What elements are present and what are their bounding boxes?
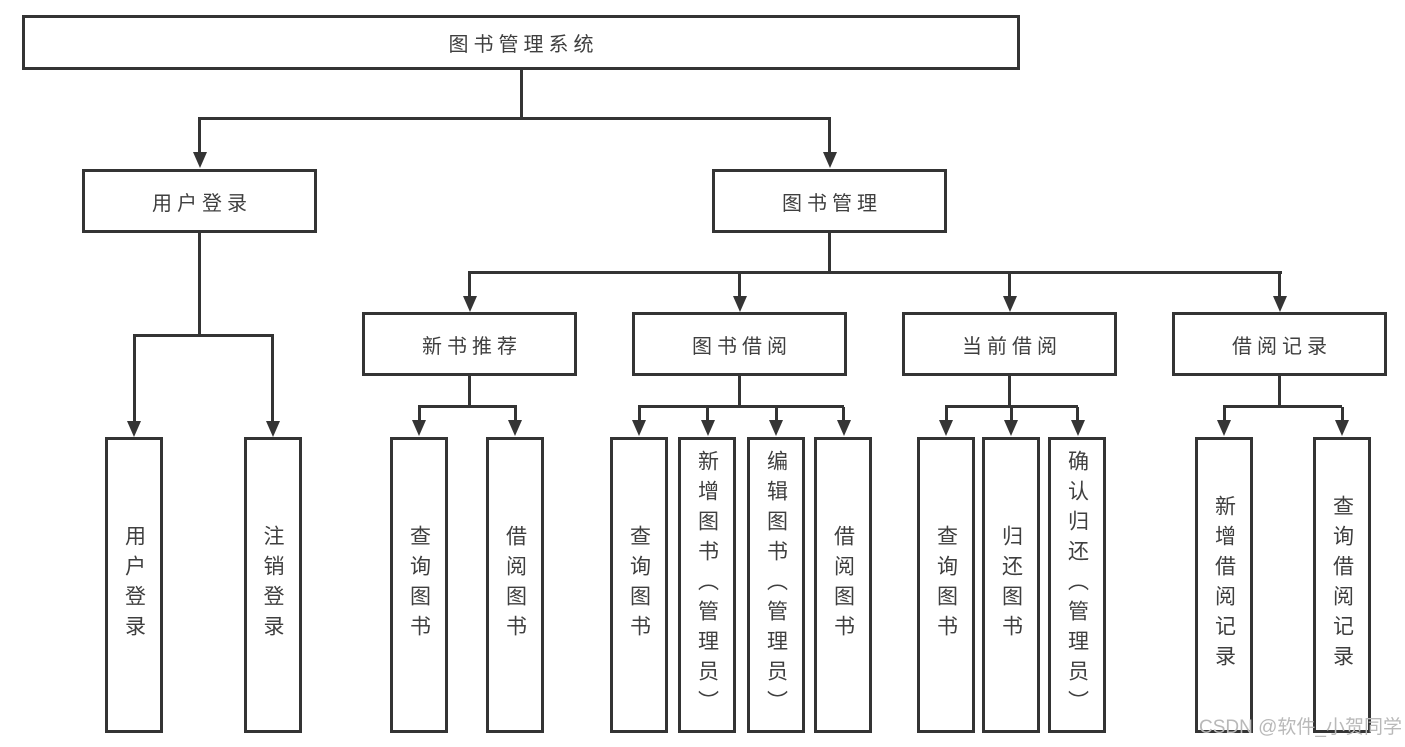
leaf-query-borrow-record: 查询借阅记录 bbox=[1313, 437, 1371, 733]
connector-login-drop-2 bbox=[271, 336, 274, 422]
connector-root-drop-right bbox=[828, 119, 831, 153]
node-root: 图书管理系统 bbox=[22, 15, 1020, 70]
node-book-management-label: 图书管理 bbox=[782, 192, 882, 215]
leaf-query-books-3: 查询图书 bbox=[917, 437, 975, 733]
arrow-to-leaf-query-books-2 bbox=[632, 420, 646, 436]
arrow-to-new-book bbox=[462, 296, 477, 312]
node-book-management: 图书管理 bbox=[712, 169, 947, 233]
arrow-to-leaf-query-books-3 bbox=[939, 420, 953, 436]
arrow-to-leaf-confirm-return bbox=[1070, 420, 1085, 436]
leaf-return-book: 归还图书 bbox=[982, 437, 1040, 733]
leaf-borrow-books-1: 借阅图书 bbox=[486, 437, 544, 733]
connector-current-stem bbox=[1008, 376, 1011, 408]
arrow-to-leaf-query-books-1 bbox=[412, 420, 426, 436]
node-user-login: 用户登录 bbox=[82, 169, 317, 233]
connector-mgmt-drop-4 bbox=[1278, 273, 1281, 297]
connector-root-bar bbox=[198, 117, 831, 120]
connector-newbook-stem bbox=[468, 376, 471, 408]
connector-current-drop-2 bbox=[1009, 407, 1013, 421]
connector-mgmt-drop-1 bbox=[468, 273, 471, 297]
connector-login-drop-1 bbox=[132, 336, 136, 422]
connector-records-stem bbox=[1278, 376, 1281, 408]
leaf-logout-label: 注销登录 bbox=[261, 525, 284, 645]
connector-records-drop-2 bbox=[1340, 407, 1344, 421]
connector-mgmt-drop-2 bbox=[738, 273, 741, 297]
leaf-query-books-2-label: 查询图书 bbox=[627, 525, 651, 645]
leaf-borrow-books-2-label: 借阅图书 bbox=[831, 525, 855, 645]
arrow-to-leaf-return-book bbox=[1004, 420, 1018, 436]
connector-mgmt-stem bbox=[828, 233, 831, 274]
connector-current-bar bbox=[944, 405, 1078, 408]
arrow-to-leaf-add-record bbox=[1217, 420, 1231, 436]
connector-mgmt-drop-3 bbox=[1008, 273, 1011, 297]
arrow-to-leaf-query-record bbox=[1335, 420, 1349, 436]
leaf-return-book-label: 归还图书 bbox=[999, 525, 1023, 645]
leaf-query-books-3-label: 查询图书 bbox=[934, 525, 958, 645]
connector-current-drop-3 bbox=[1076, 407, 1079, 421]
connector-current-drop-1 bbox=[944, 407, 948, 421]
leaf-borrow-books-2: 借阅图书 bbox=[814, 437, 872, 733]
connector-root-stem bbox=[519, 70, 523, 118]
connector-records-bar bbox=[1222, 405, 1342, 408]
arrow-to-leaf-add-book bbox=[700, 420, 715, 436]
leaf-add-book-admin-label: 新增图书（管理员） bbox=[695, 450, 719, 720]
connector-borrow-drop-4 bbox=[842, 407, 845, 421]
leaf-edit-book-admin: 编辑图书（管理员） bbox=[747, 437, 805, 733]
connector-newbook-drop-1 bbox=[417, 407, 421, 421]
arrow-to-user-login bbox=[192, 152, 207, 168]
connector-root-drop-left bbox=[198, 119, 201, 153]
node-book-borrow: 图书借阅 bbox=[632, 312, 847, 376]
leaf-add-borrow-record: 新增借阅记录 bbox=[1195, 437, 1253, 733]
arrow-to-leaf-user-login bbox=[127, 421, 141, 437]
connector-borrow-drop-1 bbox=[637, 407, 641, 421]
arrow-to-book-borrow bbox=[732, 296, 747, 312]
node-root-label: 图书管理系统 bbox=[448, 34, 599, 56]
connector-newbook-bar bbox=[417, 405, 517, 408]
node-book-borrow-label: 图书借阅 bbox=[692, 335, 792, 358]
arrow-to-book-management bbox=[822, 152, 837, 168]
connector-borrow-stem bbox=[738, 376, 741, 408]
connector-borrow-drop-2 bbox=[706, 407, 709, 421]
arrow-to-borrow-records bbox=[1272, 296, 1287, 312]
leaf-confirm-return-admin: 确认归还（管理员） bbox=[1048, 437, 1106, 733]
node-current-borrow-label: 当前借阅 bbox=[962, 335, 1062, 358]
node-user-login-label: 用户登录 bbox=[152, 192, 252, 215]
leaf-edit-book-admin-label: 编辑图书（管理员） bbox=[764, 450, 788, 720]
leaf-user-login: 用户登录 bbox=[105, 437, 163, 733]
arrow-to-leaf-borrow-books-2 bbox=[836, 420, 851, 436]
leaf-user-login-label: 用户登录 bbox=[122, 525, 146, 645]
arrow-to-current-borrow bbox=[1002, 296, 1017, 312]
leaf-query-borrow-record-label: 查询借阅记录 bbox=[1330, 495, 1354, 675]
node-new-book-recommend: 新书推荐 bbox=[362, 312, 577, 376]
leaf-query-books-1: 查询图书 bbox=[390, 437, 448, 733]
node-new-book-recommend-label: 新书推荐 bbox=[422, 335, 522, 358]
leaf-confirm-return-admin-label: 确认归还（管理员） bbox=[1065, 450, 1089, 720]
leaf-add-borrow-record-label: 新增借阅记录 bbox=[1212, 495, 1236, 675]
node-current-borrow: 当前借阅 bbox=[902, 312, 1117, 376]
connector-mgmt-bar bbox=[468, 271, 1282, 274]
connector-newbook-drop-2 bbox=[513, 407, 517, 421]
connector-borrow-bar bbox=[637, 405, 844, 408]
leaf-query-books-1-label: 查询图书 bbox=[407, 525, 431, 645]
leaf-query-books-2: 查询图书 bbox=[610, 437, 668, 733]
watermark: CSDN @软件_小贺同学 bbox=[1199, 717, 1402, 738]
arrow-to-leaf-edit-book bbox=[769, 420, 783, 436]
leaf-logout: 注销登录 bbox=[243, 437, 302, 733]
node-borrow-records: 借阅记录 bbox=[1172, 312, 1387, 376]
leaf-add-book-admin: 新增图书（管理员） bbox=[678, 437, 736, 733]
arrow-to-leaf-borrow-books-1 bbox=[508, 420, 522, 436]
connector-records-drop-1 bbox=[1222, 407, 1226, 421]
leaf-borrow-books-1-label: 借阅图书 bbox=[503, 525, 527, 645]
connector-login-stem bbox=[198, 233, 201, 337]
connector-login-bar bbox=[132, 334, 274, 337]
node-borrow-records-label: 借阅记录 bbox=[1232, 335, 1332, 358]
connector-borrow-drop-3 bbox=[774, 407, 778, 421]
arrow-to-leaf-logout bbox=[265, 421, 280, 437]
